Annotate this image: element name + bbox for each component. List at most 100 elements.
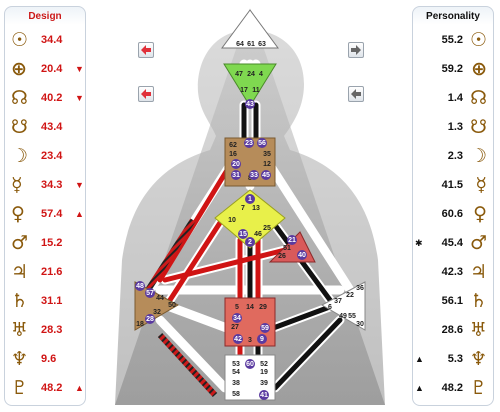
design-row: ⊕ 20.4 ▼ — [5, 58, 85, 80]
planet-icon: ♇ — [11, 377, 29, 399]
activation-value: 48.2 — [441, 382, 463, 394]
planet-icon: ☉ — [11, 29, 29, 51]
activation-value: 1.3 — [447, 121, 463, 133]
design-row: ♇48.2▲ — [5, 377, 85, 399]
design-bottom-arrow-button[interactable] — [138, 86, 154, 102]
design-row: ☽ 23.4 — [5, 145, 85, 167]
hatched-channel — [145, 218, 196, 292]
gate-40: 40 — [298, 252, 306, 259]
gate-49: 49 — [339, 313, 347, 320]
personality-row: ☋1.3 — [413, 116, 493, 138]
planet-icon: ♆ — [11, 348, 29, 370]
activation-value: 34.4 — [41, 34, 63, 46]
gate-55: 55 — [348, 313, 356, 320]
gate-32: 32 — [153, 309, 161, 316]
gate-35: 35 — [263, 151, 271, 158]
personality-top-arrow-button[interactable] — [348, 42, 364, 58]
sacral-center — [224, 297, 276, 347]
fixing-mark-icon: ▼ — [75, 64, 84, 74]
planet-icon: ☊ — [11, 87, 28, 109]
personality-row: ☉ 55.2 — [413, 29, 493, 51]
activation-value: 40.2 — [41, 92, 63, 104]
activation-value: 42.3 — [441, 266, 463, 278]
activation-value: 23.4 — [41, 150, 63, 162]
planet-icon: ⊕ — [471, 58, 487, 80]
planet-icon: ☽ — [11, 145, 29, 167]
arrow-left-icon — [141, 45, 151, 55]
activation-value: 28.3 — [41, 324, 63, 336]
gate-9: 9 — [260, 336, 264, 343]
planet-icon: ♂ — [11, 232, 29, 254]
gate-37: 37 — [334, 298, 342, 305]
arrow-left-icon — [141, 89, 151, 99]
gate-1: 1 — [248, 196, 252, 203]
activation-value: 1.4 — [447, 92, 463, 104]
personality-bottom-arrow-button[interactable] — [348, 86, 364, 102]
activation-value: 48.2 — [41, 382, 63, 394]
planet-icon: ♅ — [469, 319, 487, 341]
gate-60: 60 — [246, 361, 254, 368]
activation-value: 28.6 — [441, 324, 463, 336]
gate-63: 63 — [258, 41, 266, 48]
fixing-mark-icon: ▲ — [75, 209, 84, 219]
gate-10: 10 — [228, 217, 236, 224]
root-center — [224, 354, 276, 401]
gate-8: 8 — [248, 175, 252, 182]
planet-icon: ♃ — [11, 261, 29, 283]
spleen-center — [134, 281, 180, 331]
defined-channels — [157, 102, 343, 391]
gate-20: 20 — [232, 161, 240, 168]
design-row: ☉ 34.4 — [5, 29, 85, 51]
activation-value: 41.5 — [441, 179, 463, 191]
gate-48: 48 — [136, 283, 144, 290]
planet-icon: ♂ — [469, 232, 487, 254]
design-top-arrow-button[interactable] — [138, 42, 154, 58]
planet-icon: ☋ — [11, 116, 28, 138]
activation-value: 57.4 — [41, 208, 63, 220]
activation-value: 55.2 — [441, 34, 463, 46]
gate-45: 45 — [262, 172, 270, 179]
gate-5: 5 — [235, 304, 239, 311]
gate-26: 26 — [278, 253, 286, 260]
planet-icon: ☽ — [469, 145, 487, 167]
personality-panel: Personality ☉55.2⊕59.2☊1.4☋1.3☽2.3☿41.5♀… — [412, 6, 494, 406]
design-row: ☿34.3▼ — [5, 174, 85, 196]
planet-icon: ♄ — [11, 290, 29, 312]
activation-value: 20.4 — [41, 63, 63, 75]
ajna-center — [223, 63, 277, 107]
planet-icon: ⊕ — [11, 58, 27, 80]
gate-27: 27 — [231, 324, 239, 331]
planet-icon: ☉ — [469, 29, 487, 51]
activation-value: 2.3 — [447, 150, 463, 162]
personality-row: ⊕59.2 — [413, 58, 493, 80]
head-center — [221, 9, 279, 49]
gate-11: 11 — [252, 87, 260, 94]
gate-50: 50 — [168, 302, 176, 309]
gate-3: 3 — [248, 337, 252, 344]
hatched-channel — [157, 332, 218, 398]
g-center — [214, 189, 286, 249]
personality-row: ♃42.3 — [413, 261, 493, 283]
design-panel: Design ☉34.4⊕20.4▼☊40.2▼☋43.4☽23.4☿34.3▼… — [4, 6, 86, 406]
planet-icon: ☊ — [470, 87, 487, 109]
gate-38: 38 — [232, 380, 240, 387]
gate-54: 54 — [232, 369, 240, 376]
gate-64: 64 — [236, 41, 244, 48]
personality-row: ♂45.4✱ — [413, 232, 493, 254]
gate-16: 16 — [229, 151, 237, 158]
channel-tubes — [145, 59, 355, 393]
ego-center — [268, 231, 316, 263]
fixing-mark-icon: ▼ — [75, 93, 84, 103]
gate-14: 14 — [246, 304, 254, 311]
gate-25: 25 — [263, 225, 271, 232]
gate-44: 44 — [156, 295, 164, 302]
gate-39: 39 — [260, 380, 268, 387]
gate-22: 22 — [346, 292, 354, 299]
gate-56: 56 — [258, 140, 266, 147]
gate-24: 24 — [247, 71, 255, 78]
personality-title: Personality — [426, 11, 480, 22]
planet-icon: ♇ — [469, 377, 487, 399]
personality-row: ♄56.1 — [413, 290, 493, 312]
planet-icon: ♀ — [11, 203, 25, 225]
planet-icon: ♆ — [469, 348, 487, 370]
